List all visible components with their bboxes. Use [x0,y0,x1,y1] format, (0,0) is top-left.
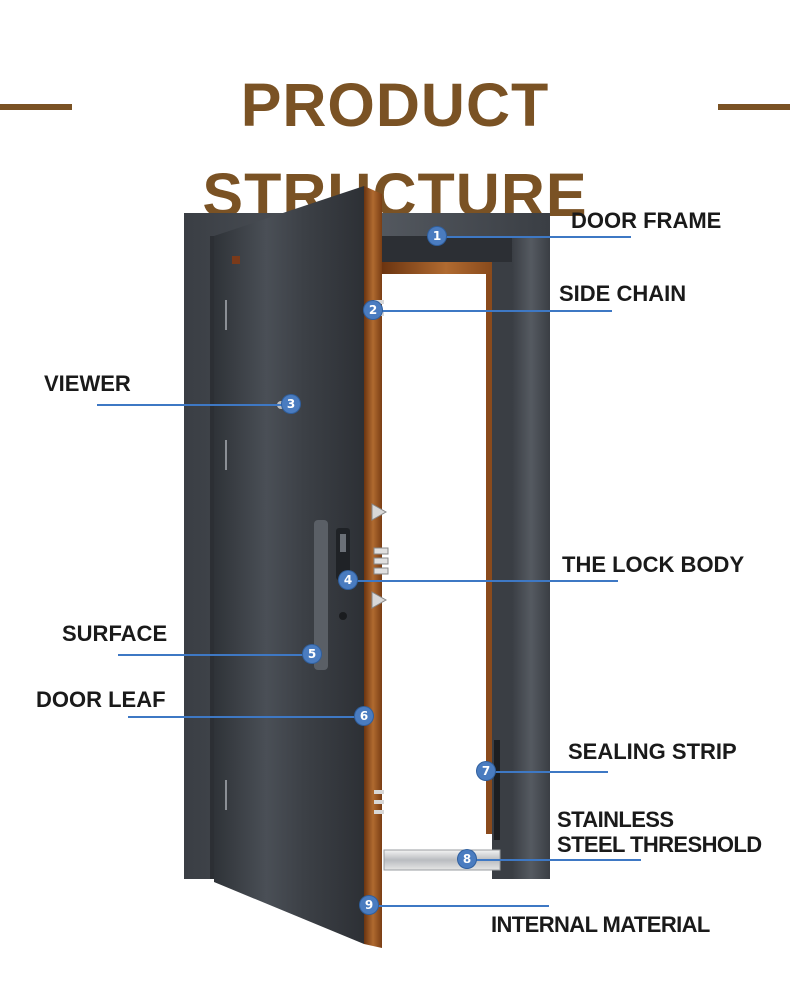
marker-1: 1 [428,227,446,245]
sealing-strip-shape [494,740,500,840]
leader-door-leaf [128,716,364,718]
leader-lock-body [348,580,618,582]
label-side-chain: SIDE CHAIN [559,281,687,306]
label-threshold-line1: STAINLESS [557,807,674,832]
title-rule-right [718,104,790,110]
label-threshold-line2: STEEL THRESHOLD [557,832,762,857]
marker-8: 8 [458,850,476,868]
marker-2: 2 [364,301,382,319]
leader-door-frame [437,236,631,238]
title-rule-left [0,104,72,110]
door-edge-shape [364,186,389,948]
leader-side-chain [374,310,612,312]
label-viewer: VIEWER [44,371,131,396]
label-door-leaf: DOOR LEAF [36,687,166,712]
leader-sealing-strip [486,771,608,773]
label-door-frame: DOOR FRAME [571,208,722,233]
marker-7: 7 [477,762,495,780]
label-surface: SURFACE [62,621,168,646]
door-leaf-shape [214,186,364,944]
label-internal-material: INTERNAL MATERIAL [491,912,710,937]
marker-9: 9 [360,896,378,914]
leader-viewer [97,404,291,406]
label-lock-body: THE LOCK BODY [562,552,745,577]
marker-5: 5 [303,645,321,663]
marker-6: 6 [355,707,373,725]
marker-3: 3 [282,395,300,413]
label-sealing-strip: SEALING STRIP [568,739,737,764]
leader-surface [118,654,312,656]
leader-threshold [467,859,641,861]
marker-4: 4 [339,571,357,589]
leader-internal-material [369,905,549,907]
